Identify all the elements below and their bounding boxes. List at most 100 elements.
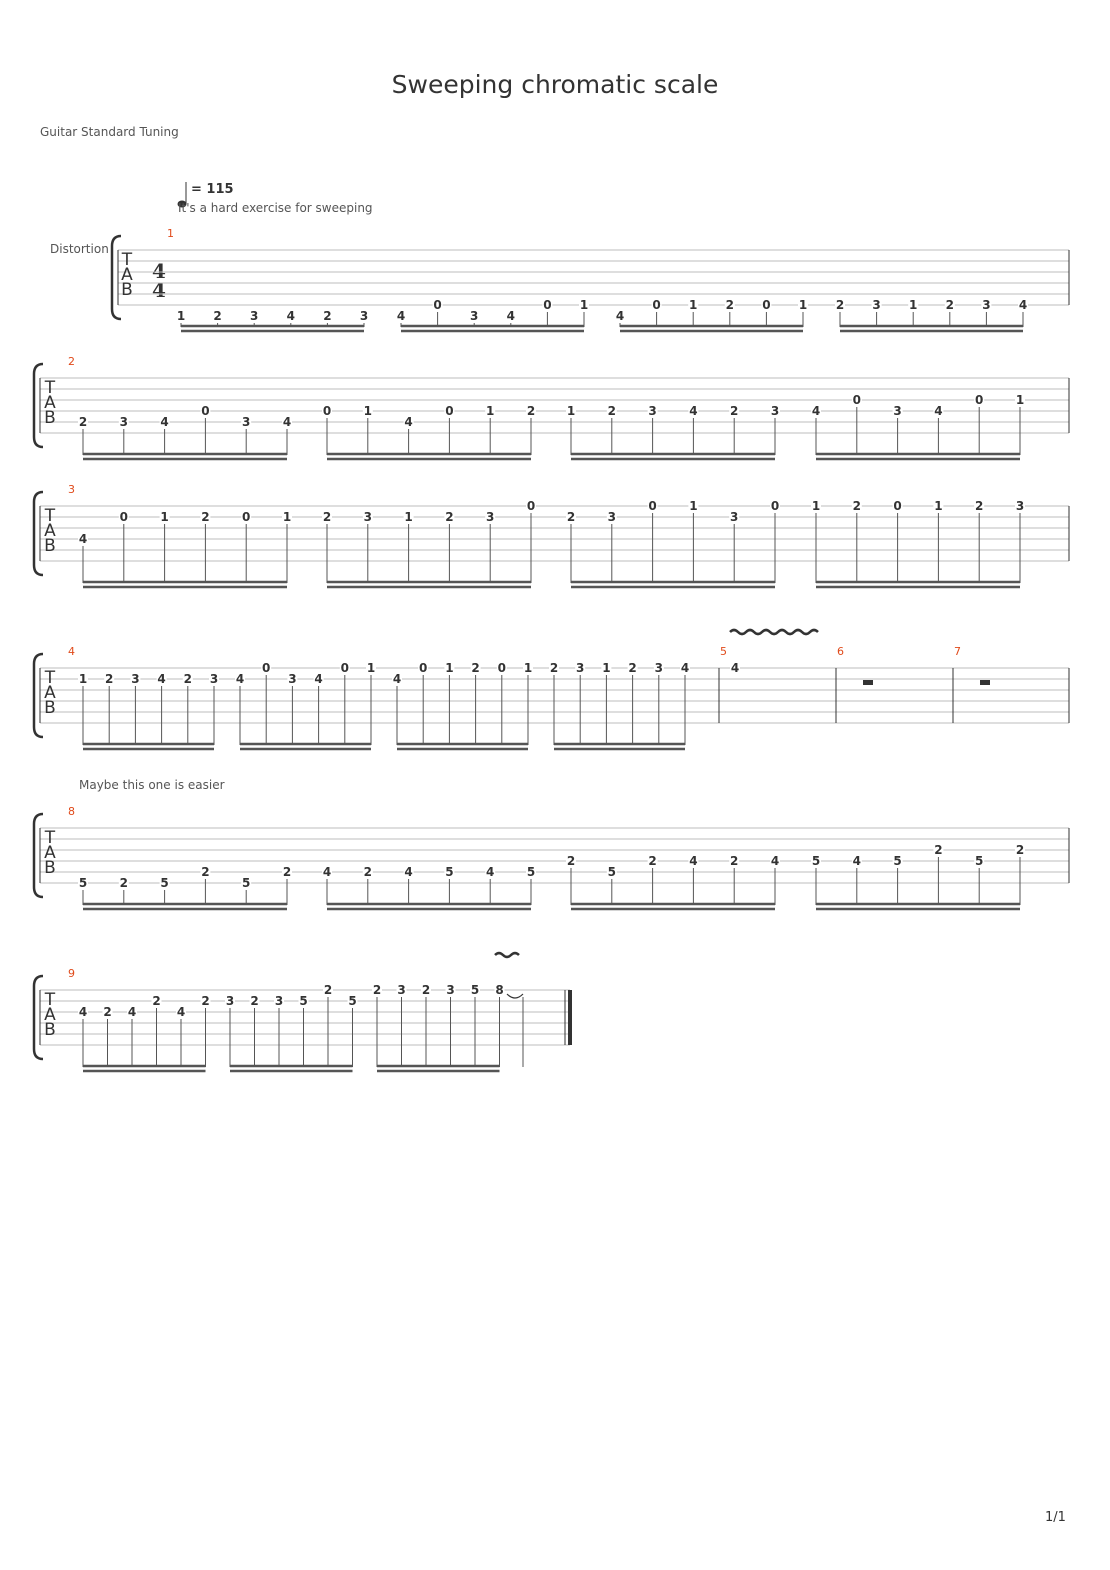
fret-mask xyxy=(575,662,586,674)
fret-mask xyxy=(729,405,740,417)
fret-mask xyxy=(362,866,373,878)
tuning-label: Guitar Standard Tuning xyxy=(40,125,179,139)
bar-number: 6 xyxy=(837,645,844,658)
tab-letter-t: T xyxy=(44,990,56,1010)
fret-number: 0 xyxy=(762,298,770,312)
fret-number: 5 xyxy=(608,865,616,879)
fret-mask xyxy=(418,662,429,674)
fret-mask xyxy=(549,662,559,674)
fret-mask xyxy=(761,299,772,311)
fret-number: 0 xyxy=(648,499,656,513)
tab-letter-b: B xyxy=(44,858,56,878)
fret-mask xyxy=(811,500,821,512)
fret-number: 5 xyxy=(471,983,479,997)
fret-number: 1 xyxy=(160,510,168,524)
tab-letter-a: A xyxy=(44,521,56,541)
tempo-note-head xyxy=(177,200,187,208)
fret-mask xyxy=(403,511,414,523)
fret-number: 3 xyxy=(360,309,368,323)
fret-number: 4 xyxy=(283,415,291,429)
fret-mask xyxy=(688,855,699,867)
fret-number: 2 xyxy=(323,510,331,524)
fret-number: 3 xyxy=(470,309,478,323)
fret-number: 3 xyxy=(576,661,584,675)
fret-mask xyxy=(606,511,617,523)
fret-number: 1 xyxy=(79,672,87,686)
fret-mask xyxy=(102,1006,113,1018)
vibrato-mark-bar5 xyxy=(729,628,819,636)
tab-letter-t: T xyxy=(44,378,56,398)
fret-number: 1 xyxy=(580,298,588,312)
fret-number: 2 xyxy=(283,865,291,879)
fret-mask xyxy=(323,984,333,996)
fret-mask xyxy=(469,310,480,322)
fret-mask xyxy=(225,995,235,1007)
fret-number: 4 xyxy=(853,854,861,868)
score-title: Sweeping chromatic scale xyxy=(391,70,719,99)
fret-mask xyxy=(811,405,821,417)
fret-mask xyxy=(396,984,407,996)
fret-mask xyxy=(485,405,496,417)
fret-number: 0 xyxy=(652,298,660,312)
time-signature-top: 4 xyxy=(152,259,166,283)
fret-number: 0 xyxy=(341,661,349,675)
tempo-text: = 115 xyxy=(191,182,234,197)
fret-number: 0 xyxy=(853,393,861,407)
bar-number: 8 xyxy=(68,805,75,818)
fret-number: 0 xyxy=(120,510,128,524)
fret-number: 3 xyxy=(648,404,656,418)
fret-number: 4 xyxy=(157,672,165,686)
fret-number: 1 xyxy=(404,510,412,524)
system-bracket xyxy=(110,234,122,321)
fret-mask xyxy=(78,877,88,889)
bar-number: 1 xyxy=(167,227,174,240)
fret-mask xyxy=(159,877,170,889)
fret-number: 3 xyxy=(872,298,880,312)
fret-mask xyxy=(770,855,780,867)
fret-number: 4 xyxy=(314,672,322,686)
track-name: Distortion xyxy=(50,242,109,256)
fret-mask xyxy=(811,855,821,867)
whole-rest xyxy=(980,680,990,685)
fret-number: 2 xyxy=(201,994,209,1008)
fret-mask xyxy=(892,500,903,512)
fret-number: 3 xyxy=(242,415,250,429)
fret-mask xyxy=(444,405,455,417)
fret-mask xyxy=(78,416,88,428)
fret-mask xyxy=(606,405,617,417)
tempo-marking: = 115 xyxy=(177,182,234,208)
tab-letter-a: A xyxy=(44,393,56,413)
fret-mask xyxy=(78,1006,88,1018)
fret-mask xyxy=(200,866,211,878)
fret-mask xyxy=(298,995,309,1007)
fret-number: 3 xyxy=(131,672,139,686)
fret-number: 3 xyxy=(446,983,454,997)
fret-number: 2 xyxy=(934,843,942,857)
fret-mask xyxy=(653,662,664,674)
tab-letter-t: T xyxy=(44,828,56,848)
fret-mask xyxy=(396,310,406,322)
fret-mask xyxy=(118,416,129,428)
fret-number: 2 xyxy=(445,510,453,524)
fret-mask xyxy=(339,662,350,674)
fret-number: 1 xyxy=(486,404,494,418)
system-bracket xyxy=(32,652,44,739)
fret-number: 0 xyxy=(323,404,331,418)
fret-number: 2 xyxy=(550,661,558,675)
fret-number: 3 xyxy=(893,404,901,418)
fret-number: 5 xyxy=(527,865,535,879)
fret-number: 2 xyxy=(726,298,734,312)
bar-number: 5 xyxy=(720,645,727,658)
fret-mask xyxy=(526,405,536,417)
fret-mask xyxy=(601,662,612,674)
fret-mask xyxy=(647,500,658,512)
fret-number: 3 xyxy=(397,983,405,997)
fret-mask xyxy=(526,500,536,512)
fret-mask xyxy=(730,662,740,674)
fret-mask xyxy=(908,299,919,311)
fret-number: 2 xyxy=(1016,843,1024,857)
whole-rest xyxy=(863,680,873,685)
fret-mask xyxy=(688,405,699,417)
bar-number: 3 xyxy=(68,483,75,496)
fret-mask xyxy=(523,662,533,674)
